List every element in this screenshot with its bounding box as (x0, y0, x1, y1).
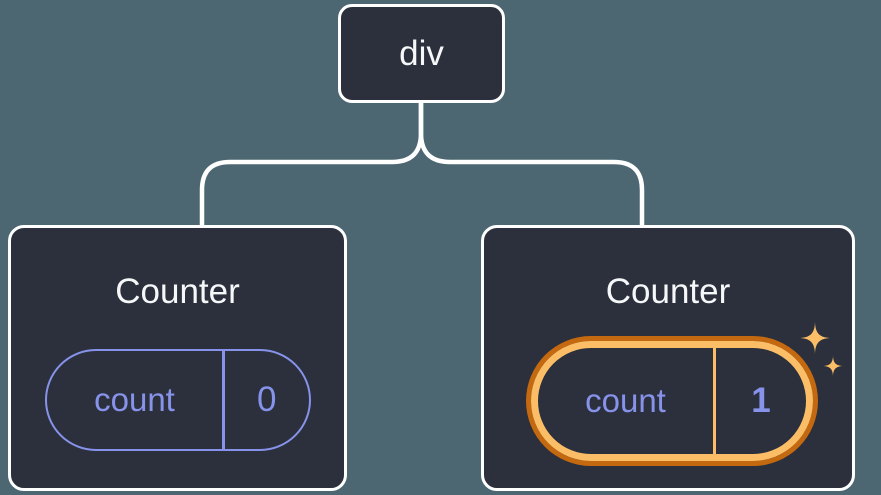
component-title: Counter (605, 272, 731, 311)
pill-divider (713, 348, 716, 454)
counter-card-left: Counter count 0 (8, 225, 347, 491)
state-value: 0 (257, 380, 277, 419)
state-value: 1 (751, 381, 771, 420)
counter-card-right: Counter count 1 (481, 225, 855, 491)
state-name: count (585, 382, 666, 419)
state-pill-highlighted: count 1 (531, 341, 813, 461)
state-pill: count 0 (45, 349, 311, 451)
connector-right-branch (418, 98, 645, 229)
state-name: count (94, 381, 175, 418)
component-title: Counter (115, 272, 240, 311)
root-node-div: div (338, 4, 505, 103)
connector-left-branch (199, 98, 424, 229)
root-node-label: div (399, 33, 444, 73)
pill-divider (222, 351, 225, 449)
